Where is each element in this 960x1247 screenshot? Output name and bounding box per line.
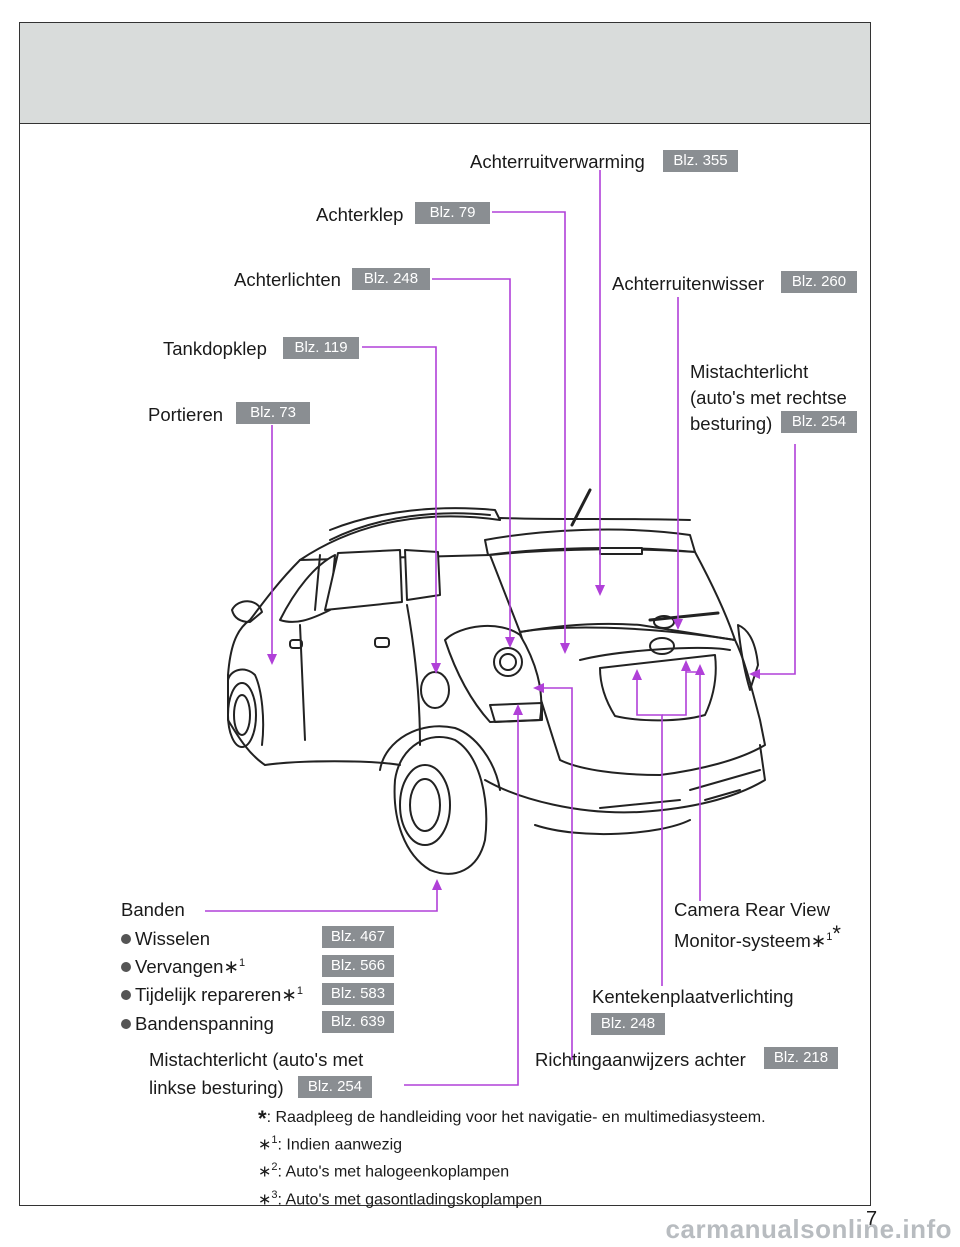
bullet-icon <box>121 934 131 945</box>
label-tires-replace: Wisselen <box>135 928 211 949</box>
label-rear-window-defogger: Achterruitverwarming <box>470 151 645 172</box>
label-rear-lights: Achterlichten <box>234 269 341 290</box>
bullet-icon <box>121 1019 131 1030</box>
footnote-3-text: : Auto's met gasontladingskoplampen <box>277 1190 543 1208</box>
badge-rear-turn-signals[interactable]: Blz. 218 <box>764 1047 838 1069</box>
badge-back-door[interactable]: Blz. 79 <box>415 202 490 224</box>
star-mark: * <box>258 1106 267 1131</box>
label-rear-fog-lhd-line2: linkse besturing) <box>149 1077 284 1098</box>
page-frame <box>19 22 871 1206</box>
footnote-ref: 1 <box>238 957 246 969</box>
arrow-heads <box>267 585 760 890</box>
label-camera-line1: Camera Rear View <box>674 899 830 920</box>
page-number: 7 <box>866 1208 878 1230</box>
bullet-icon <box>121 962 131 973</box>
label-rear-wiper: Achterruitenwisser <box>612 273 765 294</box>
label-license-plate-light: Kentekenplaatverlichting <box>592 986 794 1007</box>
label-rear-fog-rhd-line1: Mistachterlicht <box>690 361 809 382</box>
footnote-ref: 3 <box>271 1188 278 1201</box>
bullet-icon <box>121 990 131 1001</box>
tires-change-item: Vervangen∗1 <box>121 956 246 978</box>
footnote-1: ∗1: Indien aanwezig <box>258 1129 766 1156</box>
leader-lines <box>205 170 796 1086</box>
badge-tires-temp-repair[interactable]: Blz. 583 <box>322 983 394 1005</box>
footnote-star-text: : Raadpleeg de handleiding voor het navi… <box>266 1109 766 1126</box>
badge-rear-fog-rhd[interactable]: Blz. 254 <box>781 411 857 433</box>
watermark: carmanualsonline.info <box>665 1214 952 1244</box>
badge-rear-fog-lhd[interactable]: Blz. 254 <box>298 1076 372 1098</box>
label-tires-change: Vervangen <box>135 956 224 978</box>
asterisk-mark: ∗ <box>258 1163 272 1181</box>
footnote-ref: 1 <box>826 930 833 943</box>
badge-rear-window-defogger[interactable]: Blz. 355 <box>663 150 738 172</box>
asterisk-mark: ∗ <box>281 984 297 1006</box>
footnote-3: ∗3: Auto's met gasontladingskoplampen <box>258 1184 766 1211</box>
label-tires-pressure: Bandenspanning <box>135 1013 274 1034</box>
asterisk-mark: ∗ <box>258 1190 272 1208</box>
label-back-door: Achterklep <box>316 204 404 225</box>
footnote-2-text: : Auto's met halogeenkoplampen <box>277 1163 510 1181</box>
label-tires-temp-repair: Tijdelijk repareren <box>135 984 282 1006</box>
tires-replace-item: Wisselen <box>121 928 211 949</box>
footnote-ref: 1 <box>271 1134 278 1146</box>
badge-rear-lights[interactable]: Blz. 248 <box>352 268 430 290</box>
footnote-ref: 2 <box>271 1161 278 1174</box>
star-mark: * <box>832 921 841 946</box>
footnote-1-text: : Indien aanwezig <box>277 1136 403 1154</box>
footnote-2: ∗2: Auto's met halogeenkoplampen <box>258 1156 766 1183</box>
badge-tires-pressure[interactable]: Blz. 639 <box>322 1011 394 1033</box>
label-fuel-door: Tankdopklep <box>163 338 267 359</box>
header-band <box>20 23 870 124</box>
label-camera-line2: Monitor-systeem∗1* <box>674 921 841 952</box>
label-tires: Banden <box>121 899 185 920</box>
badge-tires-replace[interactable]: Blz. 467 <box>322 926 394 948</box>
label-doors: Portieren <box>148 404 224 425</box>
badge-fuel-door[interactable]: Blz. 119 <box>283 337 359 359</box>
asterisk-mark: ∗ <box>223 956 239 978</box>
footnote-star: *: Raadpleeg de handleiding voor het nav… <box>258 1104 766 1131</box>
footnotes: *: Raadpleeg de handleiding voor het nav… <box>258 1104 766 1211</box>
tires-pressure-item: Bandenspanning <box>121 1013 274 1034</box>
badge-rear-wiper[interactable]: Blz. 260 <box>781 271 857 293</box>
tires-temp-repair-item: Tijdelijk repareren∗1 <box>121 984 303 1006</box>
asterisk-mark: ∗ <box>258 1136 272 1154</box>
camera-text: Monitor-systeem <box>674 930 811 951</box>
label-rear-fog-rhd-line2: (auto's met rechtse <box>690 387 847 408</box>
label-rear-fog-rhd-line3: besturing) <box>690 413 773 434</box>
footnote-ref: 1 <box>296 985 303 997</box>
label-rear-turn-signals: Richtingaanwijzers achter <box>535 1049 746 1070</box>
badge-doors[interactable]: Blz. 73 <box>236 402 310 424</box>
badge-tires-change[interactable]: Blz. 566 <box>322 955 394 977</box>
badge-license-plate-light[interactable]: Blz. 248 <box>591 1013 665 1035</box>
label-rear-fog-lhd-line1: Mistachterlicht (auto's met <box>149 1049 364 1070</box>
asterisk-mark: ∗ <box>810 930 827 951</box>
